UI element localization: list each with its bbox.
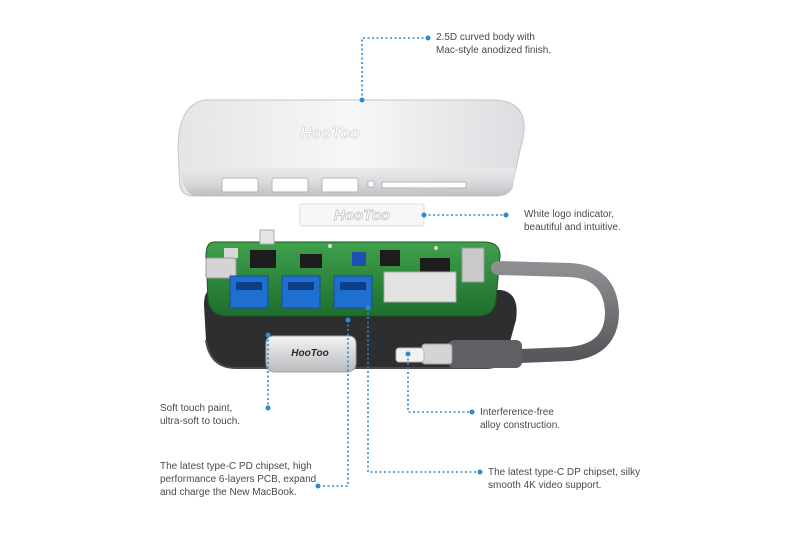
hdmi-port — [205, 257, 237, 279]
callout-line: performance 6-layers PCB, expand — [160, 474, 317, 485]
callout-line: 2.5D curved body with — [436, 32, 535, 43]
sd-icon — [367, 180, 375, 188]
callout-line: Mac-style anodized finish. — [436, 45, 552, 56]
callout-line: smooth 4K video support. — [488, 480, 602, 491]
sd-card-reader — [383, 271, 457, 303]
usb-port — [333, 275, 373, 309]
indicator-logo: HooToo — [334, 207, 390, 224]
callout-line: The latest type-C PD chipset, high — [160, 461, 312, 472]
usb-port — [281, 275, 321, 309]
cable-connector-housing — [448, 340, 522, 368]
usb-c-plug — [421, 343, 453, 365]
usb-port-slot — [321, 177, 359, 193]
top-shell: HooToo — [177, 99, 525, 197]
usb-c-port — [259, 229, 275, 245]
callout-curved-body: 2.5D curved body with Mac-style anodized… — [436, 31, 551, 57]
usb-c-cable — [395, 261, 620, 368]
callout-line: White logo indicator, — [524, 209, 615, 220]
callout-line: beautiful and intuitive. — [524, 222, 621, 233]
chip — [300, 254, 322, 268]
capacitor — [352, 252, 366, 266]
callout-line: The latest type-C DP chipset, silky — [488, 467, 641, 478]
callout-line: Interference-free — [480, 407, 554, 418]
chip — [250, 250, 276, 268]
chip — [380, 250, 400, 266]
callout-line: and charge the New MacBook. — [160, 487, 297, 498]
shell-logo: HooToo — [300, 125, 360, 142]
callout-leaders — [267, 37, 506, 487]
logo-indicator-plate: HooToo — [299, 203, 425, 227]
connector — [461, 247, 485, 283]
callout-pd-chipset: The latest type-C PD chipset, high perfo… — [160, 460, 316, 499]
callout-logo-indicator: White logo indicator, beautiful and intu… — [524, 208, 621, 234]
callout-dp-chipset: The latest type-C DP chipset, silky smoo… — [488, 466, 640, 492]
alloy-logo: HooToo — [291, 348, 328, 359]
callout-interference: Interference-free alloy construction. — [480, 406, 560, 432]
callout-line: ultra-soft to touch. — [160, 416, 241, 427]
callout-markers — [265, 35, 509, 489]
usb-port-slot — [271, 177, 309, 193]
callout-line: Soft touch paint, — [160, 403, 233, 414]
callout-line: alloy construction. — [480, 420, 561, 431]
chip — [224, 248, 238, 258]
usb3-ports — [229, 275, 373, 309]
sd-card-slot — [381, 181, 467, 189]
alloy-bar: HooToo — [265, 335, 357, 373]
usb-port-slot — [221, 177, 259, 193]
usb-port — [229, 275, 269, 309]
callout-soft-touch: Soft touch paint, ultra-soft to touch. — [160, 402, 240, 428]
